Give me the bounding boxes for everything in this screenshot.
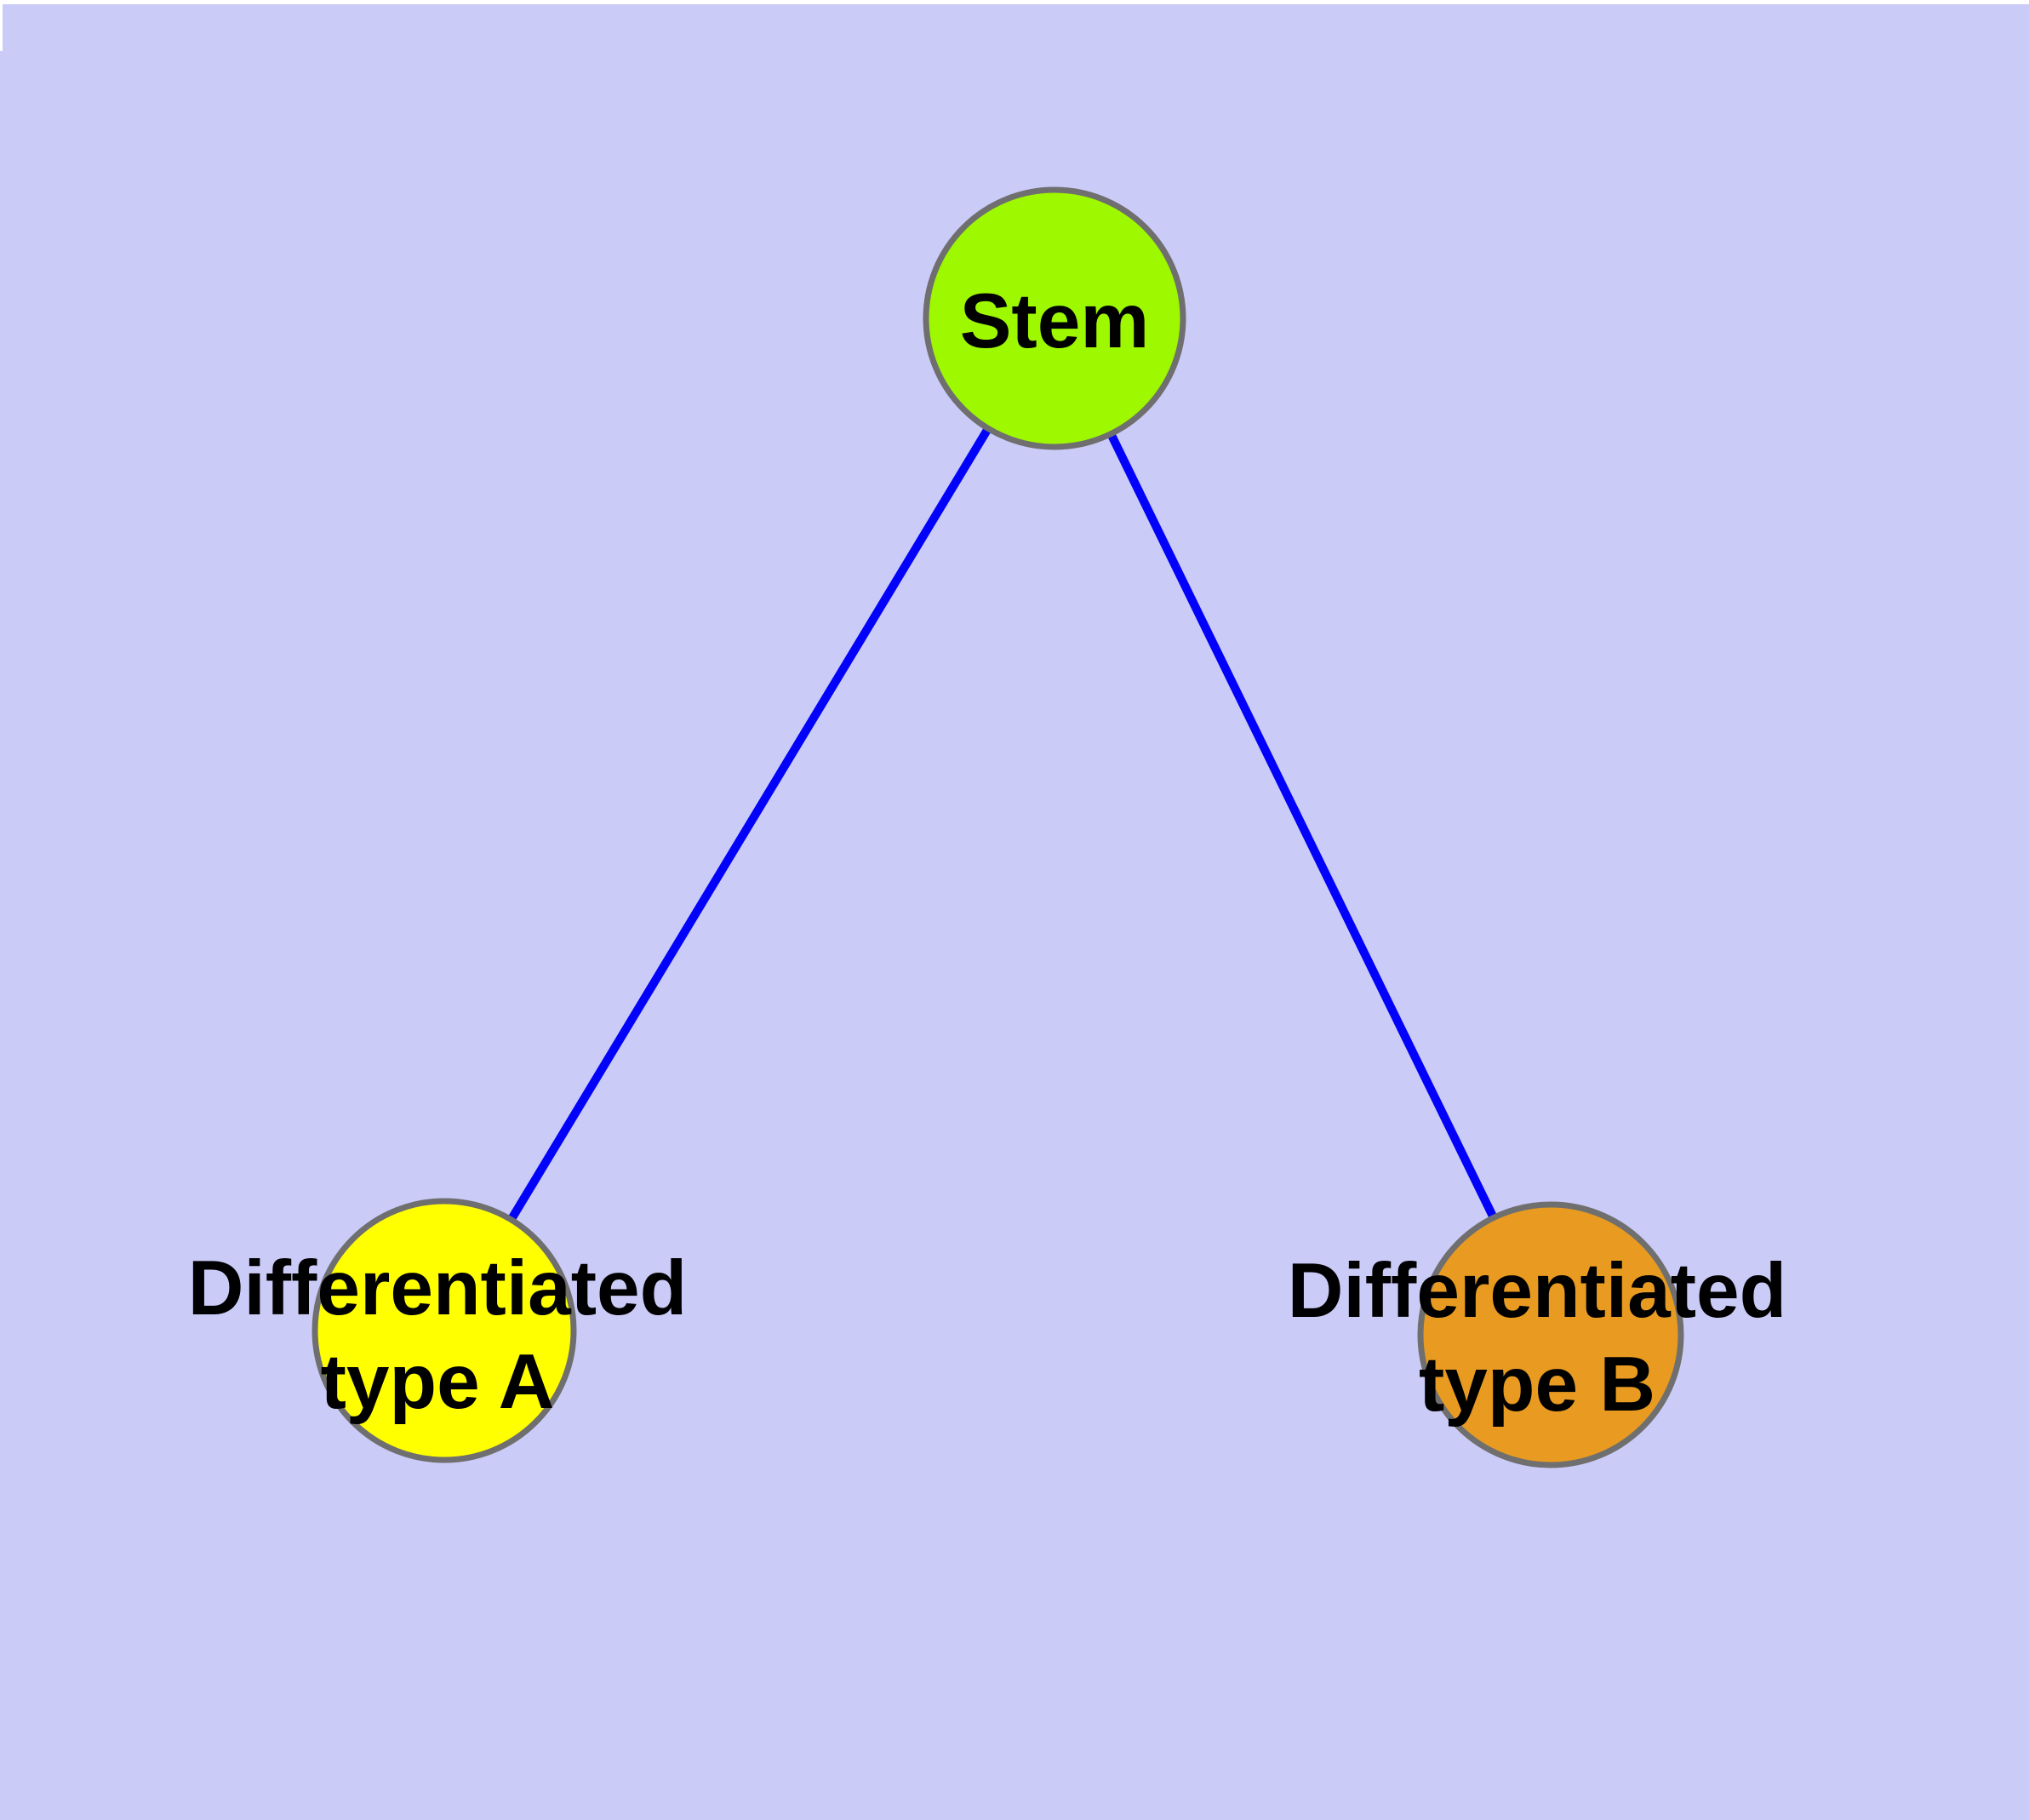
- node-label-type-a: Differentiated type A: [188, 1242, 688, 1429]
- node-label-stem: Stem: [960, 275, 1150, 369]
- window-top-strip: [0, 0, 2029, 4]
- node-label-stem-line: Stem: [959, 278, 1150, 364]
- node-label-type-b-line2: type B: [1418, 1342, 1656, 1428]
- window-left-strip: [0, 0, 3, 51]
- node-label-type-a-line2: type A: [320, 1339, 555, 1425]
- node-label-type-a-line1: Differentiated: [187, 1245, 688, 1331]
- edge-stem-to-type-b: [1050, 316, 1555, 1337]
- edge-stem-to-type-a: [440, 316, 1059, 1333]
- node-stem: [923, 186, 1186, 450]
- node-type-a: [311, 1198, 577, 1463]
- node-label-type-b: Differentiated type B: [1288, 1245, 1787, 1432]
- node-type-b: [1417, 1201, 1684, 1468]
- node-label-type-b-line1: Differentiated: [1287, 1248, 1787, 1334]
